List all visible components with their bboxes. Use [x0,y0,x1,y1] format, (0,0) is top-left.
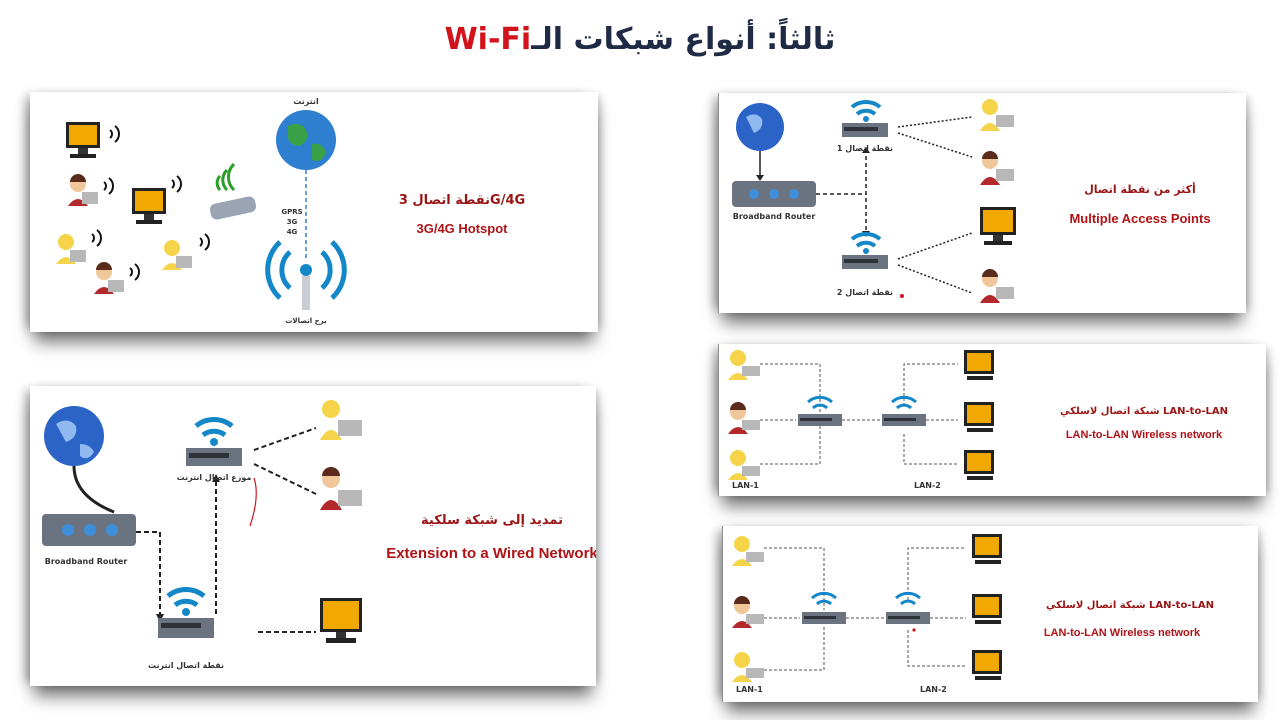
lan2-panel-label-ar: شبكة اتصال لاسلكي LAN-to-LAN [1046,600,1214,611]
ap2-label: نقطة اتصال 2 [837,288,893,297]
multiple-ap-diagram: Broadband Router نقطة اتصال 1 نقطة اتصال… [718,93,1211,313]
panel-lan-to-lan-2: LAN-1 LAN-2 شبكة اتصال لاسلكي LAN-to-LAN… [722,526,1258,702]
tower-mast [302,276,310,310]
panel-hotspot: انترنت GPRS 3G 4G برج اتصالات نقطة اتصال… [30,92,598,332]
user-laptop-icon [162,240,192,270]
user-laptop-icon [68,174,98,206]
wifi-signal-icon [103,177,114,195]
globe-icon [736,103,784,151]
computer-icon [320,598,362,643]
wifi-signal-icon [199,233,210,251]
lan1-panel-label-ar: شبكة اتصال لاسلكي LAN-to-LAN [1060,406,1228,417]
user-laptop-icon [980,99,1014,131]
ap1-label: نقطة اتصال 1 [837,144,893,153]
router-label: Broadband Router [45,557,128,566]
computer-icon [66,122,100,158]
ap-label: نقطة اتصال انترنت [148,661,224,670]
computer-icon [964,402,994,432]
panel-multiple-ap: Broadband Router نقطة اتصال 1 نقطة اتصال… [718,93,1246,313]
computer-icon [972,534,1002,564]
user-laptop-icon [728,450,760,480]
access-point-1-icon [842,99,888,137]
distributor-label: موزع اتصال انترنت [177,473,252,482]
computer-icon [964,350,994,380]
broadband-router-icon [42,514,136,546]
cell-tower-icon [265,240,347,300]
lan2-panel-label-en: LAN-to-LAN Wireless network [1044,627,1201,639]
computer-icon [972,594,1002,624]
wifi-signal-icon [91,229,102,247]
title-arabic: ثالثاً: أنواع شبكات الـ [531,22,836,57]
internet-label: انترنت [293,97,319,106]
wifi-signal-icon [109,125,120,143]
lan1-label: LAN-1 [736,685,763,694]
lan1-panel-label-en: LAN-to-LAN Wireless network [1066,429,1223,441]
lan1-label: LAN-1 [732,481,759,490]
user-laptop-icon [320,400,362,440]
tower-center-icon [300,264,312,276]
user-laptop-icon [980,151,1014,185]
user-laptop-icon [732,596,764,628]
internet-distributor-icon [186,417,242,466]
user-laptop-icon [728,402,760,434]
globe-icon [276,110,336,170]
globe-icon [44,406,104,466]
page-title: ثالثاً: أنواع شبكات الـWi-Fi [0,22,1280,57]
lan2-label: LAN-2 [920,685,947,694]
user-laptop-icon [732,536,764,566]
title-wifi: Wi-Fi [444,22,532,57]
lan-to-lan-1-diagram: LAN-1 LAN-2 شبكة اتصال لاسلكي LAN-to-LAN… [718,344,1228,496]
access-point-icon [882,395,926,426]
access-point-icon [798,395,842,426]
computer-icon [132,188,166,224]
wifi-signal-icon [129,263,140,281]
hotspot-diagram: انترنت GPRS 3G 4G برج اتصالات نقطة اتصال… [56,97,525,325]
lan2-label: LAN-2 [914,481,941,490]
user-laptop-icon [728,350,760,380]
panel-lan-to-lan-1: LAN-1 LAN-2 شبكة اتصال لاسلكي LAN-to-LAN… [718,344,1266,496]
wifi-signal-icon [171,175,182,193]
4g-label: 4G [287,228,298,236]
router-label: Broadband Router [733,212,816,221]
access-point-2-icon [842,231,888,269]
panel-wired-extension: Broadband Router موزع اتصال انترنت نقطة … [30,386,596,686]
internet-access-point-icon [158,587,214,638]
user-laptop-icon [56,234,86,264]
computer-icon [972,650,1002,680]
hotspot-label-ar: نقطة اتصال 3G/4G [399,193,525,208]
gprs-label: GPRS [281,208,302,216]
access-point-icon [802,591,846,624]
computer-icon [980,207,1016,245]
multiple-ap-label-en: Multiple Access Points [1069,211,1210,226]
lan-to-lan-2-diagram: LAN-1 LAN-2 شبكة اتصال لاسلكي LAN-to-LAN… [722,526,1214,702]
multiple-ap-label-ar: أكثر من نقطة اتصال [1084,182,1196,196]
computer-icon [964,450,994,480]
wired-label-en: Extension to a Wired Network [386,545,596,562]
tower-label: برج اتصالات [285,317,327,325]
wired-label-ar: تمديد إلى شبكة سلكية [421,513,563,528]
hotspot-label-en: 3G/4G Hotspot [416,221,508,236]
user-laptop-icon [94,262,124,294]
wired-extension-diagram: Broadband Router موزع اتصال انترنت نقطة … [42,400,596,670]
3g-label: 3G [287,218,298,226]
user-laptop-icon [732,652,764,682]
user-laptop-icon [980,269,1014,303]
access-point-icon [886,591,930,624]
user-laptop-icon [320,467,362,510]
usb-modem-icon [209,162,257,220]
broadband-router-icon [732,181,816,207]
